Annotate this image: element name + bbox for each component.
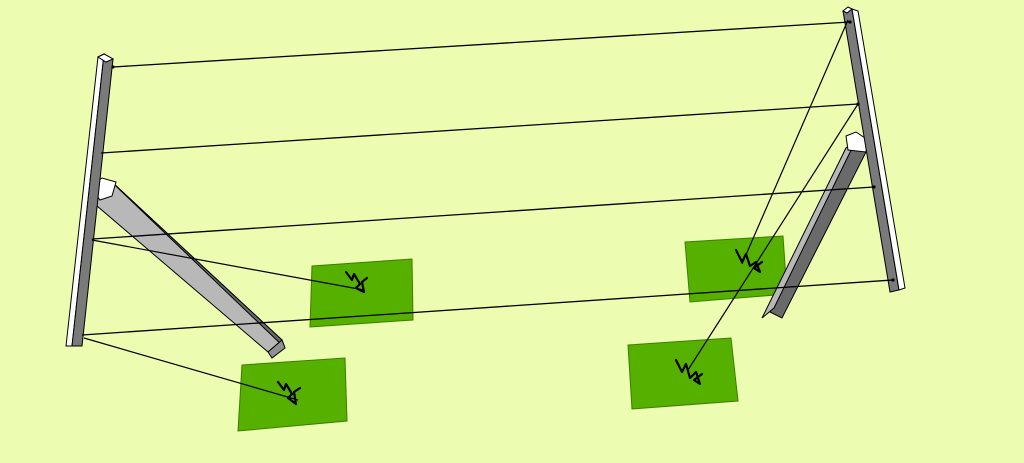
stake-icon bbox=[674, 358, 704, 386]
left-post-top bbox=[96, 53, 115, 63]
anchor-dot bbox=[891, 278, 895, 282]
guy-lines bbox=[83, 19, 859, 401]
anchor-dot bbox=[111, 65, 115, 69]
right-post bbox=[842, 6, 906, 293]
stake-icon bbox=[276, 380, 302, 406]
ground-patch-4 bbox=[627, 337, 739, 410]
stake-icon bbox=[344, 270, 369, 294]
ground-patch-3 bbox=[684, 235, 788, 303]
right-brace bbox=[761, 131, 869, 319]
rope-4 bbox=[81, 279, 894, 336]
left-brace-end bbox=[267, 339, 286, 359]
guy-line-1 bbox=[91, 239, 365, 291]
left-brace bbox=[89, 177, 286, 359]
stake-icon bbox=[734, 248, 764, 274]
right-post-top bbox=[842, 6, 853, 14]
rope-2 bbox=[100, 103, 859, 154]
rope-3 bbox=[91, 186, 875, 240]
stakes bbox=[276, 248, 764, 406]
ropes bbox=[81, 21, 894, 336]
guy-line-3 bbox=[741, 19, 849, 265]
left-post bbox=[65, 53, 115, 347]
ground-patch-1 bbox=[309, 258, 414, 328]
right-post-face bbox=[851, 8, 906, 291]
ground-patches bbox=[237, 235, 788, 432]
rope-anchors bbox=[111, 20, 895, 282]
anchor-dot bbox=[848, 20, 852, 24]
rope-1 bbox=[112, 21, 851, 68]
guy-line-2 bbox=[83, 337, 299, 401]
guy-line-4 bbox=[687, 103, 859, 371]
anchor-dot bbox=[856, 102, 860, 106]
anchor-dot bbox=[872, 185, 876, 189]
